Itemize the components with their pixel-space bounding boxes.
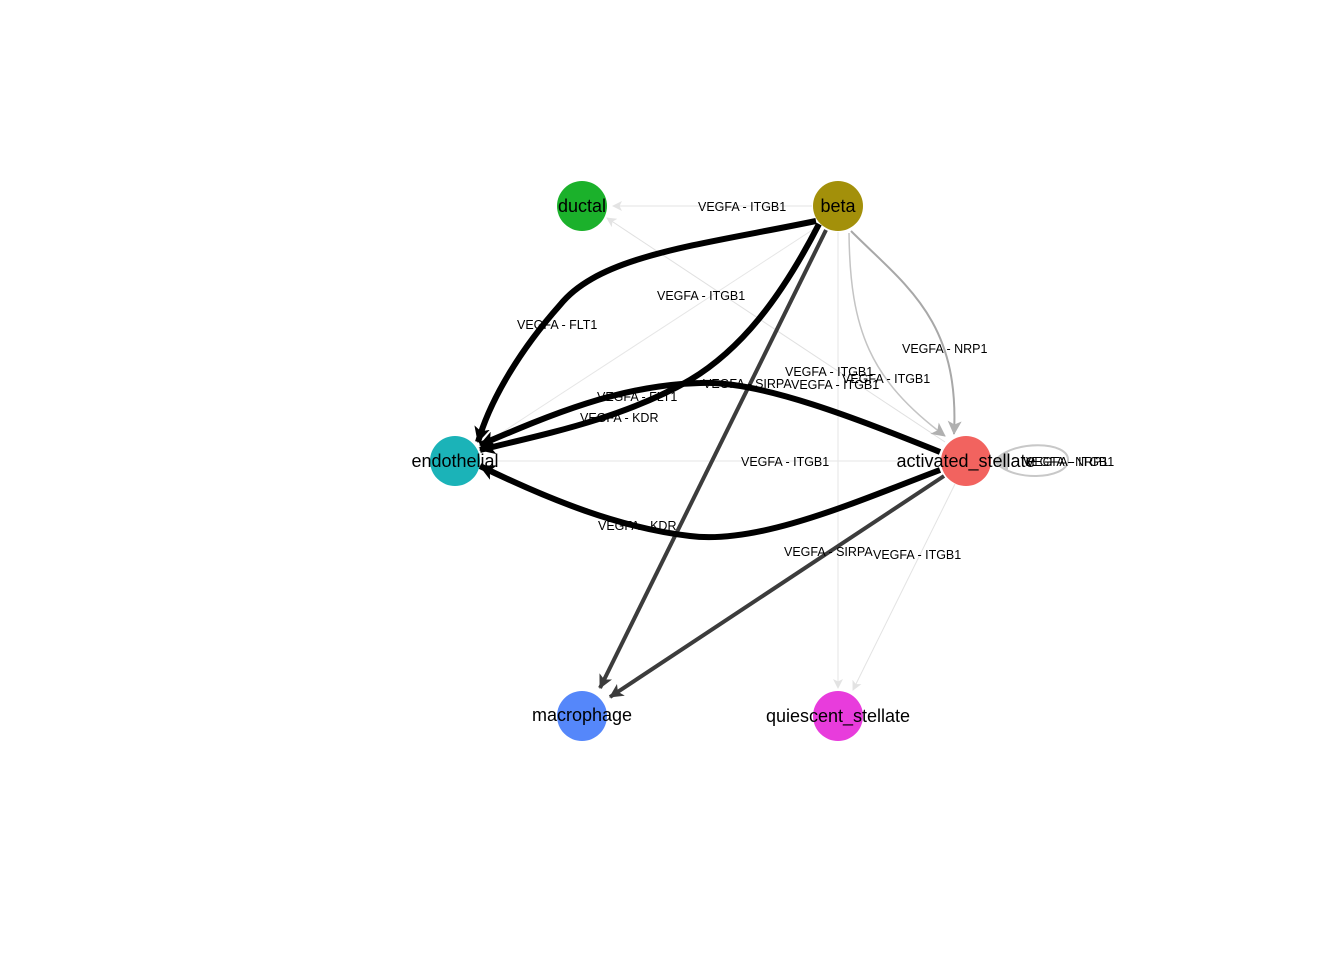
- edge-label-beta-endothelial-itgb1: VEGFA - ITGB1: [657, 289, 745, 303]
- edge-activated-quiescent-itgb1: [852, 483, 956, 691]
- edge-label-activated-quiescent-itgb1: VEGFA - ITGB1: [873, 548, 961, 562]
- edge-label-beta-activated-nrp1: VEGFA - NRP1: [902, 342, 987, 356]
- node-endothelial[interactable]: [430, 436, 480, 486]
- node-ductal[interactable]: [557, 181, 607, 231]
- edge-label-activated-self-itgb1: VEGFA - ITGB1: [1026, 455, 1114, 469]
- node-beta[interactable]: [813, 181, 863, 231]
- nodes-layer: [430, 181, 991, 741]
- edge-activated-macrophage-sirpa: [608, 474, 946, 699]
- node-label-macrophage: macrophage: [532, 705, 632, 725]
- node-label-ductal: ductal: [558, 196, 606, 216]
- edge-activated-self-loop-outer: [994, 444, 1070, 477]
- edge-label-activated-ductal-itgb1: VEGFA - ITGB1: [785, 365, 873, 379]
- edge-label-activated-endothelial-kdr: VEGFA - KDR: [598, 519, 677, 533]
- node-label-quiescent-stellate: quiescent_stellate: [766, 706, 910, 727]
- node-labels-layer: beta ductal endothelial activated_stella…: [411, 196, 1035, 727]
- edge-activated-endothelial-kdr: [478, 463, 942, 541]
- edge-activated-self-loop-inner: [993, 452, 1008, 470]
- edge-label-beta-ductal: VEGFA - ITGB1: [698, 200, 786, 214]
- edge-beta-endothelial-kdr: [479, 222, 822, 455]
- edge-label-activated-endothelial-itgb1: VEGFA - ITGB1: [741, 455, 829, 469]
- edges-layer: [474, 201, 1070, 699]
- edge-beta-activated-itgb1: [848, 232, 946, 437]
- edge-beta-endothelial-itgb1: [477, 224, 821, 449]
- node-label-beta: beta: [820, 196, 856, 216]
- edge-beta-activated-nrp1: [850, 230, 962, 435]
- node-quiescent-stellate[interactable]: [813, 691, 863, 741]
- edge-label-activated-macrophage-sirpa: VEGFA - SIRPA: [784, 545, 873, 559]
- edge-label-activated-self-nrp1: VEGFA - NRP1: [1023, 455, 1108, 469]
- node-activated-stellate[interactable]: [941, 436, 991, 486]
- edge-labels-layer: VEGFA - ITGB1 VEGFA - FLT1 VEGFA - KDR V…: [517, 200, 1114, 562]
- edge-label-beta-quiescent-itgb1: VEGFA - ITGB1: [791, 378, 879, 392]
- edge-label-beta-macrophage-sirpa: VEGFA - SIRPA: [703, 377, 792, 391]
- edge-label-beta-endothelial-kdr: VEGFA - KDR: [580, 411, 659, 425]
- edge-label-beta-endothelial-flt1: VEGFA - FLT1: [517, 318, 597, 332]
- edge-activated-endothelial-flt1: [478, 379, 942, 455]
- node-macrophage[interactable]: [557, 691, 607, 741]
- node-label-endothelial: endothelial: [411, 451, 498, 471]
- edge-label-beta-activated-itgb1: VEGFA - ITGB1: [842, 372, 930, 386]
- edge-beta-macrophage-sirpa: [598, 229, 828, 689]
- node-label-activated-stellate: activated_stellate: [896, 451, 1035, 472]
- edge-beta-endothelial-flt1: [474, 218, 817, 443]
- edge-label-activated-endothelial-flt1: VEGFA - FLT1: [597, 390, 677, 404]
